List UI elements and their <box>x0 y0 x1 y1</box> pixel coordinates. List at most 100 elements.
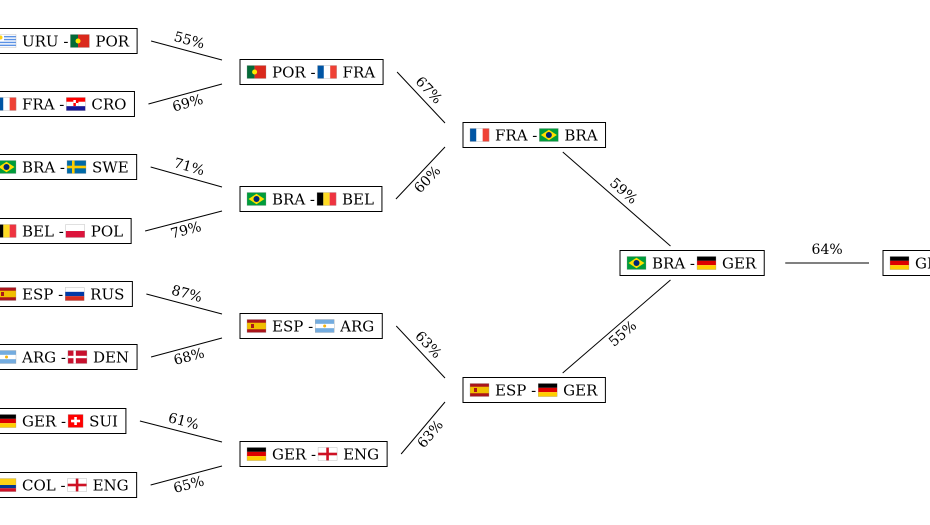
win-probability-label: 64% <box>812 242 843 258</box>
team-name: ESP - <box>272 318 313 336</box>
bracket-connector <box>395 146 446 200</box>
team-name: BRA <box>564 127 597 145</box>
team-name: ARG - <box>21 349 66 367</box>
team-name: GER - <box>272 446 316 464</box>
flag-pol-icon <box>65 224 85 238</box>
team-name: POL <box>91 223 123 241</box>
team-name: BEL <box>342 191 374 209</box>
flag-bel-icon <box>316 192 337 206</box>
match-box-round-of-16-6: ARG - DEN <box>0 344 138 370</box>
bracket-connector <box>562 151 671 247</box>
flag-ger-icon <box>246 447 267 461</box>
match-box-quarter-finals-1: POR - FRA <box>239 59 384 85</box>
bracket-connector <box>396 71 446 124</box>
bracket-connector <box>150 337 223 358</box>
flag-bra-icon <box>539 128 559 142</box>
match-box-round-of-16-1: URU - POR <box>0 28 138 54</box>
match-box-semi-finals-2: ESP - GER <box>462 377 606 403</box>
flag-arg-icon <box>315 319 335 333</box>
bracket-connector <box>150 40 223 61</box>
team-name: ENG <box>343 446 379 464</box>
bracket-connector <box>146 293 223 315</box>
team-name: SUI <box>89 413 118 431</box>
flag-bra-icon <box>246 192 267 206</box>
flag-eng-icon <box>67 478 87 492</box>
match-box-quarter-finals-3: ESP - ARG <box>239 313 383 339</box>
team-name: BEL - <box>22 223 64 241</box>
bracket-connector <box>145 210 223 232</box>
flag-cro-icon <box>66 97 86 111</box>
win-probability-label: 65% <box>172 473 206 496</box>
team-name: BRA - <box>272 191 315 209</box>
flag-col-icon <box>0 478 17 492</box>
team-name: BRA - <box>22 159 65 177</box>
win-probability-label: 61% <box>166 410 200 433</box>
match-boxes: URU - POR FRA - CRO BRA - SWE BEL - POL ESP … <box>0 28 930 498</box>
flag-den-icon <box>67 350 88 364</box>
match-box-round-of-16-2: FRA - CRO <box>0 91 135 117</box>
win-probability-label: 71% <box>172 155 206 179</box>
win-probability-label: 59% <box>606 175 640 208</box>
match-box-semi-finals-1: FRA - BRA <box>462 122 607 148</box>
champion-box: GER <box>882 250 930 276</box>
flag-bra-icon <box>0 160 17 174</box>
bracket-connector <box>150 465 223 486</box>
win-probability-label: 55% <box>172 29 206 53</box>
flag-rus-icon <box>65 287 85 301</box>
flag-fra-icon <box>0 97 17 111</box>
flag-sui-icon <box>67 414 84 428</box>
bracket-connector <box>139 420 223 443</box>
win-probability-label: 63% <box>415 417 447 451</box>
flag-swe-icon <box>66 160 87 174</box>
flag-por-icon <box>70 34 90 48</box>
team-name: FRA - <box>495 127 537 145</box>
team-name: RUS <box>90 286 124 304</box>
win-probability-label: 55% <box>606 318 640 350</box>
team-name: SWE <box>92 159 129 177</box>
flag-bra-icon <box>626 256 647 270</box>
match-box-final-1: BRA - GER <box>619 250 765 276</box>
match-box-round-of-16-8: COL - ENG <box>0 472 138 498</box>
win-probability-label: 63% <box>411 328 444 362</box>
flag-ger-icon <box>0 414 17 428</box>
bracket-connector <box>395 325 446 379</box>
team-name: DEN <box>93 349 129 367</box>
team-name: COL - <box>22 477 66 495</box>
team-name: URU - <box>22 33 68 51</box>
match-box-round-of-16-7: GER - SUI <box>0 408 127 434</box>
flag-eng-icon <box>317 447 338 461</box>
bracket-connector-lines <box>139 40 869 486</box>
flag-ger-icon <box>538 383 558 397</box>
match-box-round-of-16-3: BRA - SWE <box>0 154 138 180</box>
flag-uru-icon <box>0 34 17 48</box>
bracket-connector <box>400 401 446 455</box>
team-name: BRA - <box>652 255 695 273</box>
team-name: FRA - <box>22 96 64 114</box>
flag-fra-icon <box>469 128 490 142</box>
flag-por-icon <box>246 65 267 79</box>
match-box-round-of-16-4: BEL - POL <box>0 218 132 244</box>
flag-esp-icon <box>469 383 490 397</box>
champion-name: GER <box>915 255 930 273</box>
win-probability-label: 69% <box>171 92 205 116</box>
win-probability-label: 79% <box>169 219 203 242</box>
match-box-quarter-finals-2: BRA - BEL <box>239 186 383 212</box>
flag-arg-icon <box>0 350 17 364</box>
bracket-connector <box>562 279 671 374</box>
win-probability-label: 87% <box>170 283 204 306</box>
team-name: GER - <box>22 413 66 431</box>
flag-esp-icon <box>246 319 267 333</box>
match-box-round-of-16-5: ESP - RUS <box>0 281 133 307</box>
team-name: POR <box>95 33 129 51</box>
team-name: GER <box>563 382 598 400</box>
flag-esp-icon <box>0 287 17 301</box>
match-box-quarter-finals-4: GER - ENG <box>239 441 388 467</box>
flag-bel-icon <box>0 224 17 238</box>
bracket-connector <box>148 83 223 105</box>
flag-ger-icon <box>889 256 910 270</box>
team-name: CRO <box>91 96 126 114</box>
team-name: FRA <box>343 64 376 82</box>
flag-fra-icon <box>317 65 337 79</box>
team-name: ENG <box>93 477 129 495</box>
